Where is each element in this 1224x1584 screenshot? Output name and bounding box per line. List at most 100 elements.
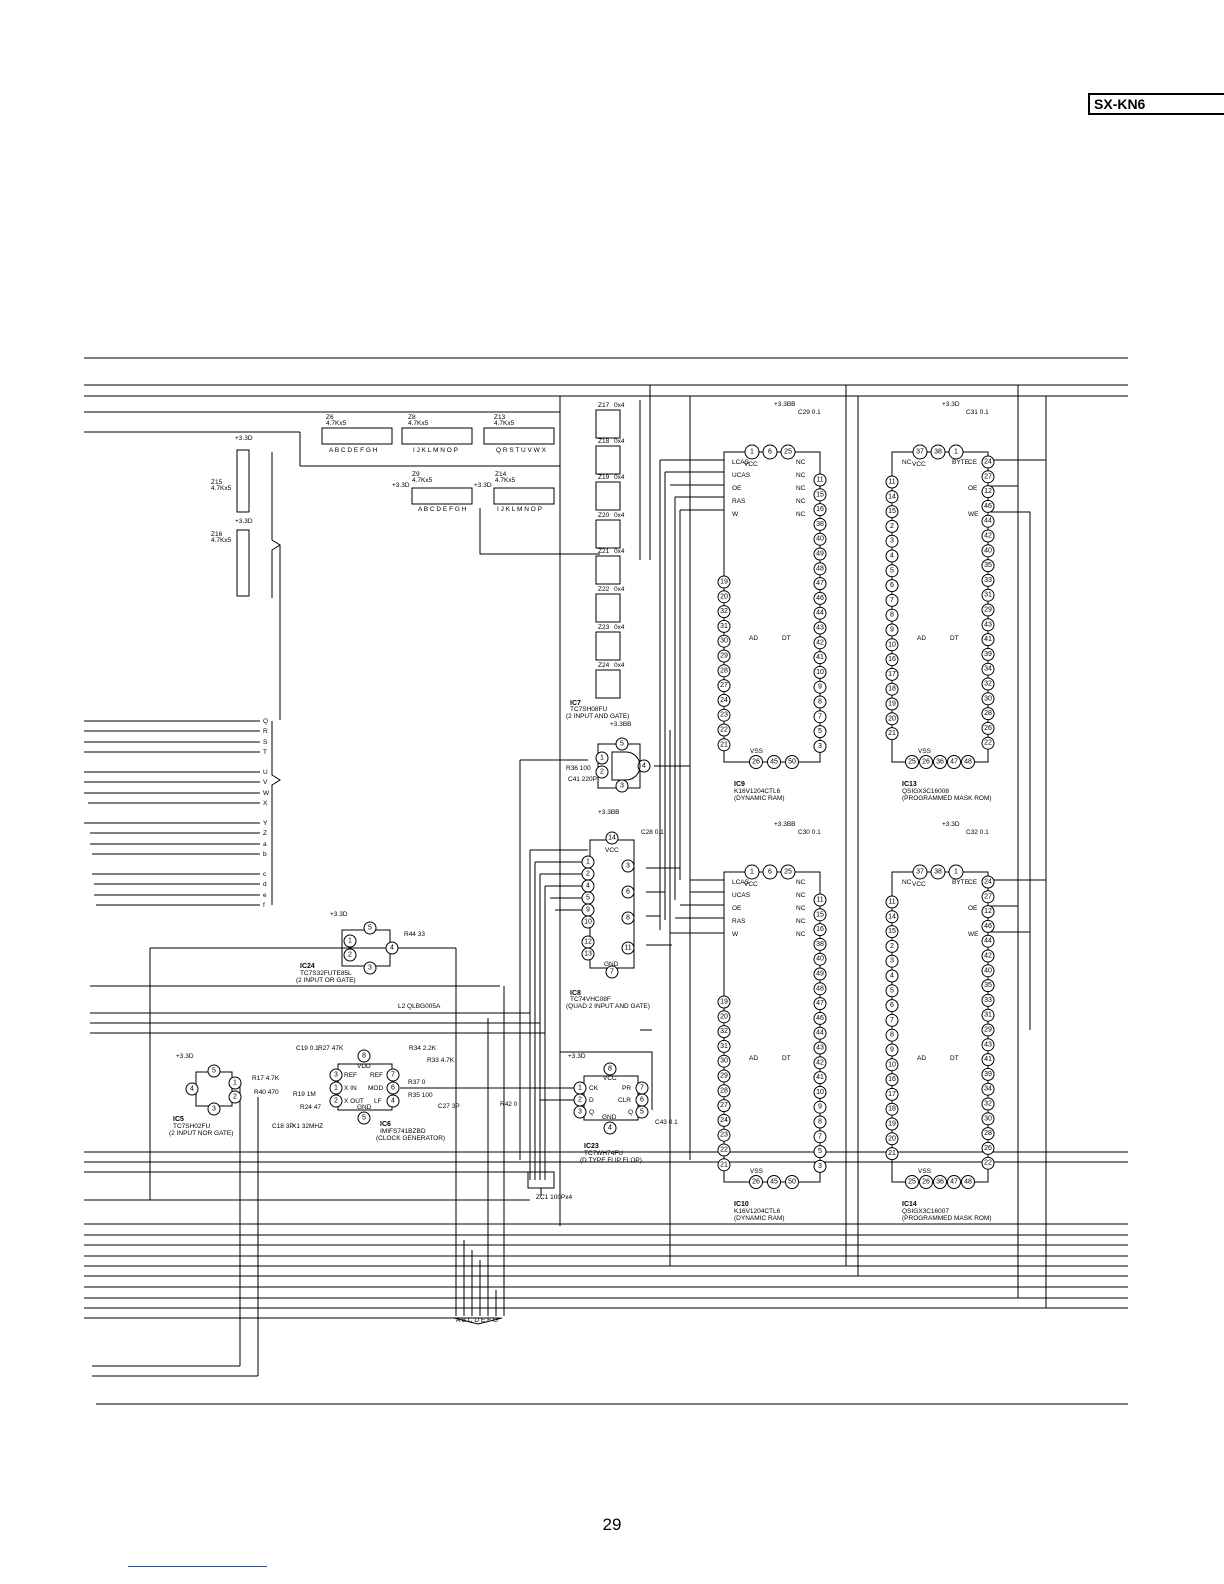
svg-text:47: 47 [816, 580, 824, 587]
svg-text:17: 17 [888, 1091, 896, 1098]
svg-text:7: 7 [640, 1085, 644, 1092]
svg-text:17: 17 [888, 671, 896, 678]
ic8-gnd: GND [604, 961, 619, 968]
svg-text:8: 8 [608, 1066, 612, 1073]
svg-text:16: 16 [816, 506, 824, 513]
ic7-desc: (2 INPUT AND GATE) [566, 713, 629, 720]
svg-text:4: 4 [586, 883, 590, 890]
svg-text:15: 15 [816, 491, 824, 498]
svg-text:3: 3 [334, 1072, 338, 1079]
svg-text:11: 11 [888, 479, 895, 486]
ic24-desc: (2 INPUT OR GATE) [296, 977, 356, 984]
ic24-ref: IC24 [300, 963, 315, 970]
svg-text:6: 6 [890, 1002, 894, 1009]
svg-text:3: 3 [890, 538, 894, 545]
svg-text:26: 26 [984, 725, 992, 732]
svg-text:25: 25 [784, 869, 792, 876]
svg-text:2: 2 [348, 952, 352, 959]
svg-text:20: 20 [888, 1135, 896, 1142]
ic13-ce: CE [968, 459, 978, 466]
z13-value: 4.7Kx5 [494, 420, 515, 427]
ic9-w: W [732, 511, 739, 518]
z6-ref: Z6 [326, 414, 334, 421]
ic9-ucas: UCAS [732, 472, 751, 479]
svg-text:29: 29 [720, 1073, 728, 1080]
ic10-dt: DT [782, 1055, 791, 1062]
ic13-rail: +3.3D [942, 401, 960, 408]
svg-text:1: 1 [586, 859, 590, 866]
svg-text:21: 21 [720, 741, 728, 748]
ic23-flip-flop: 81 23 76 54 CK D Q PR CLR Q VCC GND +3.3… [536, 1053, 678, 1201]
svg-text:27: 27 [720, 682, 728, 689]
svg-text:47: 47 [816, 1000, 824, 1007]
side-label: S [263, 739, 268, 746]
svg-text:42: 42 [816, 1059, 824, 1066]
svg-text:10: 10 [584, 919, 592, 926]
c28-label: C28 0.1 [641, 829, 664, 836]
svg-text:38: 38 [934, 449, 942, 456]
ic14-ad: AD [917, 1055, 926, 1062]
z24-value: 0x4 [614, 662, 625, 669]
ic13-ad: AD [917, 635, 926, 642]
z16-ref: Z16 [211, 531, 223, 538]
svg-text:49: 49 [816, 971, 824, 978]
svg-text:22: 22 [984, 740, 992, 747]
svg-text:7: 7 [391, 1072, 395, 1079]
z19-ref: Z19 [598, 474, 610, 481]
svg-text:6: 6 [768, 449, 772, 456]
side-label: a [263, 841, 267, 848]
ic7-part: TC7SH08FU [570, 706, 608, 713]
ic10-ucas: UCAS [732, 892, 751, 899]
svg-text:40: 40 [984, 967, 992, 974]
svg-text:27: 27 [984, 473, 992, 480]
svg-text:14: 14 [608, 835, 616, 842]
ic5-ref: IC5 [173, 1116, 184, 1123]
z16-value: 4.7Kx5 [211, 537, 232, 544]
svg-text:10: 10 [888, 641, 896, 648]
z20-ref: Z20 [598, 512, 610, 519]
svg-text:31: 31 [984, 1012, 992, 1019]
svg-text:6: 6 [640, 1097, 644, 1104]
svg-text:8: 8 [818, 699, 822, 706]
svg-text:34: 34 [984, 666, 992, 673]
jumper-arrays-z17-z24: Z17 0x4 Z18 0x4 Z19 0x4 Z20 0x4 Z21 0x4 … [595, 402, 625, 699]
ic8-ref: IC8 [570, 990, 581, 997]
svg-text:8: 8 [890, 1032, 894, 1039]
svg-text:29: 29 [984, 1027, 992, 1034]
svg-text:48: 48 [964, 759, 972, 766]
ic24-rail: +3.3D [330, 911, 348, 918]
ic24-part: TC7S32FUTE85L [300, 970, 352, 977]
svg-text:27: 27 [984, 893, 992, 900]
z8-pins: I J K L M N O P [413, 447, 458, 454]
svg-text:50: 50 [788, 1179, 796, 1186]
svg-text:9: 9 [818, 1104, 822, 1111]
z18-ref: Z18 [598, 438, 610, 445]
z21-value: 0x4 [614, 548, 625, 555]
svg-text:8: 8 [362, 1053, 366, 1060]
ic23-pin-d: D [589, 1097, 594, 1104]
ic6-pin-xout: X OUT [344, 1098, 364, 1105]
ic13-dt: DT [950, 635, 959, 642]
rail-label-z14: +3.3D [474, 482, 492, 489]
side-label: Q [263, 718, 268, 725]
ic14-rail: +3.3D [942, 821, 960, 828]
svg-text:43: 43 [984, 1041, 992, 1048]
z14-value: 4.7Kx5 [495, 477, 516, 484]
svg-text:24: 24 [984, 879, 992, 886]
svg-text:2: 2 [890, 943, 894, 950]
ic9-desc: (DYNAMIC RAM) [734, 795, 785, 802]
svg-text:36: 36 [936, 1179, 944, 1186]
footer-rule [128, 1566, 267, 1567]
svg-text:19: 19 [720, 999, 728, 1006]
ic24-or-gate: 51 24 3 +3.3D R44 33 IC24 TC7S32FUTE85L … [296, 911, 441, 1010]
ic9-lcas: LCAS [732, 459, 750, 466]
svg-text:12: 12 [584, 939, 592, 946]
svg-text:10: 10 [816, 1089, 824, 1096]
z23-ref: Z23 [598, 624, 610, 631]
ic23-rail: +3.3D [568, 1053, 586, 1060]
svg-text:50: 50 [788, 759, 796, 766]
svg-text:30: 30 [984, 1115, 992, 1122]
svg-text:5: 5 [368, 925, 372, 932]
svg-text:23: 23 [720, 1132, 728, 1139]
